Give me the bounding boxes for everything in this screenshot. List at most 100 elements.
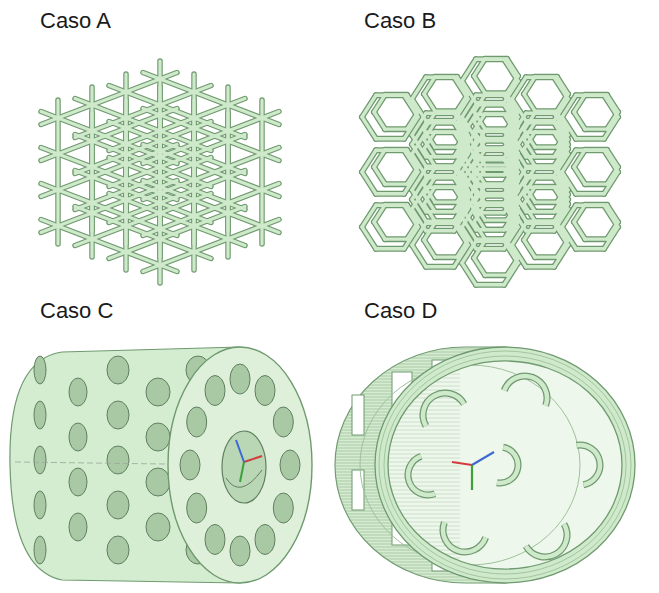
strut [426, 165, 454, 168]
strut [385, 127, 407, 130]
slat [385, 450, 460, 451]
strut [507, 213, 518, 230]
face-hole [187, 493, 207, 523]
face-hole [187, 407, 207, 437]
strut [524, 94, 535, 111]
strut [526, 220, 554, 223]
strut [507, 104, 518, 121]
strut [535, 130, 557, 133]
strut-outline [535, 108, 557, 114]
strut [374, 112, 385, 129]
strut-outline [485, 217, 507, 223]
strut [385, 182, 407, 185]
strut-outline [385, 181, 407, 187]
strut [576, 192, 604, 195]
strut [474, 213, 485, 230]
side-hole [107, 536, 129, 564]
strut-outline [585, 236, 607, 242]
strut [607, 150, 618, 167]
strut [576, 137, 604, 140]
strut [426, 265, 454, 268]
strut [585, 148, 607, 151]
strut [374, 95, 385, 112]
slat [385, 482, 460, 483]
strut [485, 137, 507, 140]
strut [524, 122, 535, 139]
strut [574, 150, 585, 167]
strut [424, 77, 435, 94]
strut [457, 177, 468, 194]
strut-outline [476, 282, 504, 288]
strut [485, 127, 507, 130]
face-hole [255, 524, 275, 554]
strut [374, 222, 385, 239]
strut [143, 112, 279, 164]
strut [535, 121, 557, 124]
back-ring [360, 365, 580, 565]
strut-outline [474, 76, 485, 93]
strut-outline [424, 240, 435, 257]
strut [607, 222, 618, 239]
strut [524, 177, 535, 194]
strut [474, 241, 485, 258]
strut [585, 127, 607, 130]
strut [574, 205, 585, 222]
blade [437, 522, 486, 558]
strut [485, 192, 507, 195]
side-hole [69, 468, 87, 496]
strut-outline [426, 264, 454, 270]
strut [526, 165, 554, 168]
strut [457, 122, 468, 139]
strut-outline [535, 144, 557, 150]
strut [362, 117, 376, 139]
strut [574, 112, 585, 129]
strut [485, 139, 507, 142]
strut [435, 255, 457, 258]
strut [585, 93, 607, 96]
strut [485, 103, 507, 106]
strut [485, 167, 507, 170]
strut [485, 173, 507, 176]
strut-outline [576, 191, 604, 197]
side-hole [34, 446, 46, 474]
slat [385, 458, 460, 459]
strut [474, 104, 485, 121]
side-hole [146, 513, 170, 541]
strut [585, 182, 607, 185]
strut-outline [485, 272, 507, 278]
strut [435, 210, 457, 213]
strut-outline [485, 90, 507, 96]
strut [524, 195, 535, 212]
strut [109, 86, 245, 138]
strut [535, 185, 557, 188]
strut-outline [524, 94, 535, 111]
slat [385, 478, 460, 479]
strut-outline [362, 172, 376, 194]
strut-outline [535, 199, 557, 205]
strut [485, 158, 507, 161]
side-hole [69, 423, 87, 451]
strut [462, 263, 476, 285]
strut [607, 167, 618, 184]
strut-outline [374, 167, 385, 184]
strut [376, 192, 404, 195]
side-hole [107, 401, 129, 429]
perforated-cylinder [10, 347, 312, 583]
strut-outline [485, 126, 507, 132]
case-label: Caso D [364, 298, 437, 324]
strut [374, 150, 385, 167]
strut [435, 176, 457, 179]
strut [474, 122, 485, 139]
side-hole [34, 536, 46, 564]
strut [376, 137, 404, 140]
face-hole [230, 536, 250, 566]
end-face [168, 347, 312, 583]
ring-groove [384, 356, 626, 574]
strut-outline [435, 108, 457, 114]
face-hole [230, 364, 250, 394]
strut [535, 200, 557, 203]
strut-outline [462, 263, 476, 285]
slat [385, 454, 460, 455]
strut [426, 220, 454, 223]
